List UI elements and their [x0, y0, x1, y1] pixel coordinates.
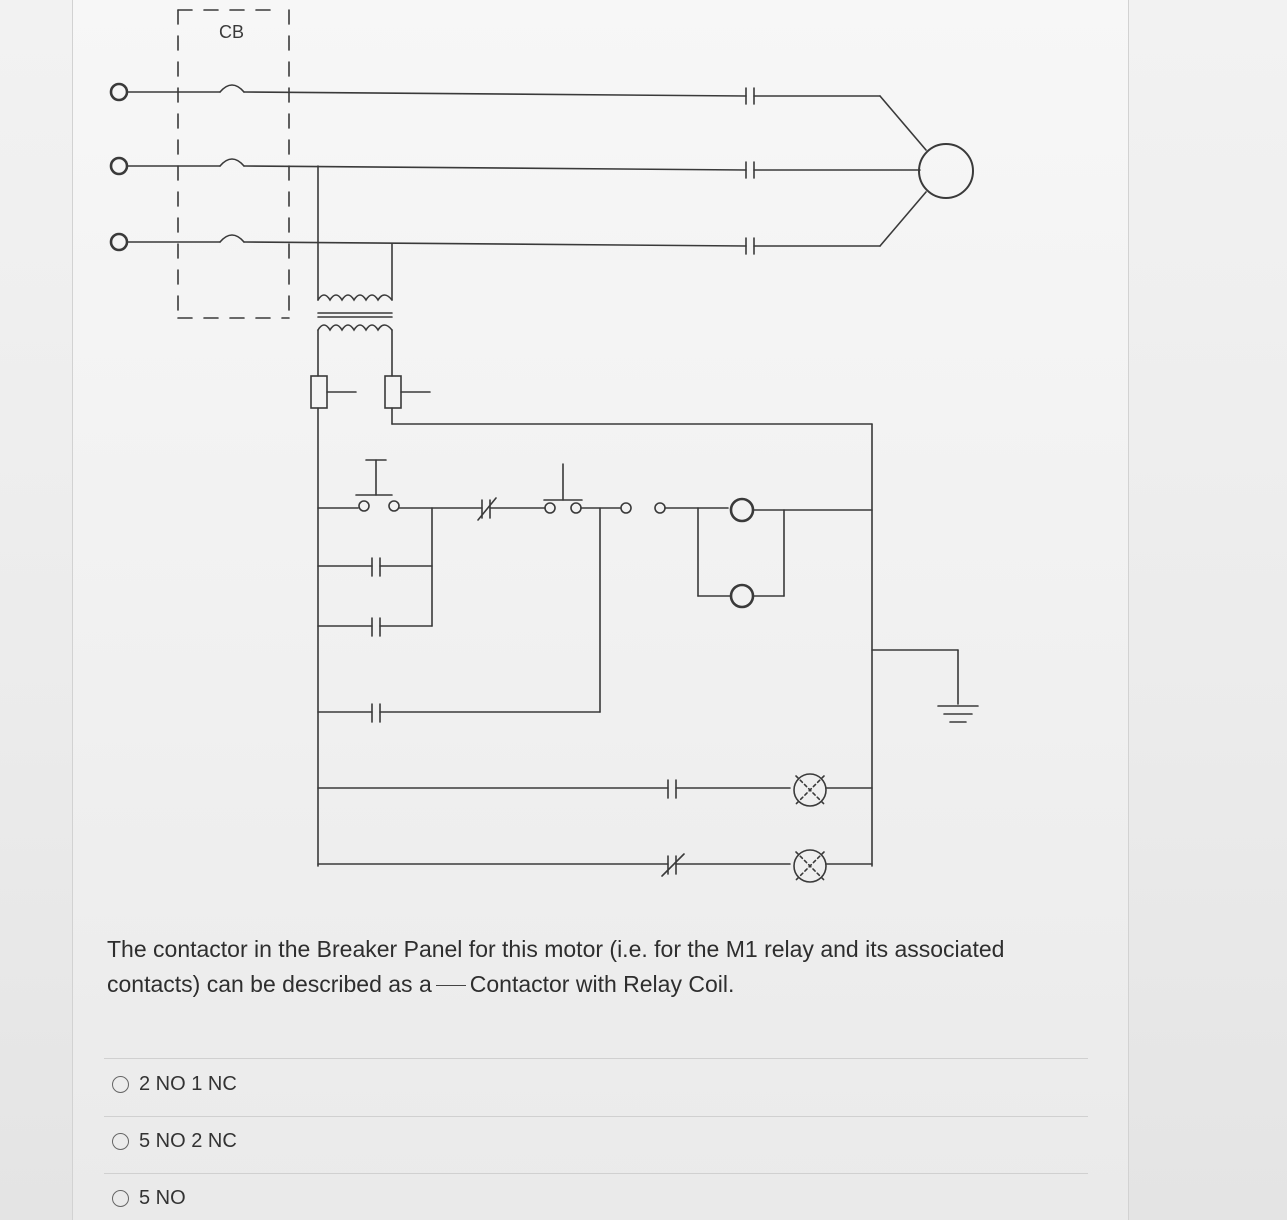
transformer-primary-icon — [317, 294, 393, 302]
divider — [104, 1058, 1088, 1059]
coil-m2-icon — [729, 583, 755, 609]
answer-blank — [435, 985, 466, 986]
holding-contact-1-icon — [371, 557, 381, 577]
fuse-left-icon — [310, 375, 328, 409]
coil-m1-icon — [729, 497, 755, 523]
pilot-light-1-icon — [793, 773, 827, 807]
line-l2 — [126, 158, 921, 179]
terminal-l3-icon — [109, 232, 129, 252]
motor-control-wiring-diagram: CB — [109, 9, 979, 883]
question-text-before: The contactor in the Breaker Panel for t… — [107, 936, 1005, 997]
radio-button-icon[interactable] — [112, 1075, 129, 1093]
answer-option-1[interactable]: 2 NO 1 NC — [112, 1069, 237, 1099]
question-text: The contactor in the Breaker Panel for t… — [107, 932, 1067, 1002]
option-label: 2 NO 1 NC — [139, 1072, 237, 1095]
divider — [104, 1116, 1088, 1117]
terminal-l1-icon — [109, 82, 129, 102]
option-label: 5 NO — [139, 1186, 186, 1209]
option-label: 5 NO 2 NC — [139, 1129, 237, 1152]
ground-icon — [937, 705, 979, 723]
pilot-light-2-icon — [793, 849, 827, 883]
motor-icon — [918, 143, 974, 199]
pushbutton-contact-icon — [620, 502, 666, 514]
stop-pushbutton-icon — [355, 459, 400, 512]
terminal-l2-icon — [109, 156, 129, 176]
nc-overload-contact-icon — [477, 497, 497, 521]
holding-contact-3-icon — [371, 703, 381, 723]
holding-contact-2-icon — [371, 617, 381, 637]
answer-option-2[interactable]: 5 NO 2 NC — [112, 1126, 237, 1156]
line-l3 — [126, 191, 927, 255]
fuse-right-icon — [384, 375, 402, 409]
indicator-contact-nc-icon — [661, 853, 685, 877]
breaker-label: CB — [219, 22, 244, 42]
start-pushbutton-icon — [543, 463, 583, 514]
line-l1 — [126, 84, 927, 151]
answer-option-3[interactable]: 5 NO — [112, 1183, 186, 1213]
indicator-contact-no-icon — [667, 779, 677, 799]
transformer-secondary-icon — [317, 324, 393, 332]
radio-button-icon[interactable] — [112, 1132, 129, 1150]
question-text-after: Contactor with Relay Coil. — [469, 971, 735, 997]
radio-button-icon[interactable] — [112, 1189, 129, 1207]
circuit-breaker-box — [177, 9, 290, 319]
divider — [104, 1173, 1088, 1174]
